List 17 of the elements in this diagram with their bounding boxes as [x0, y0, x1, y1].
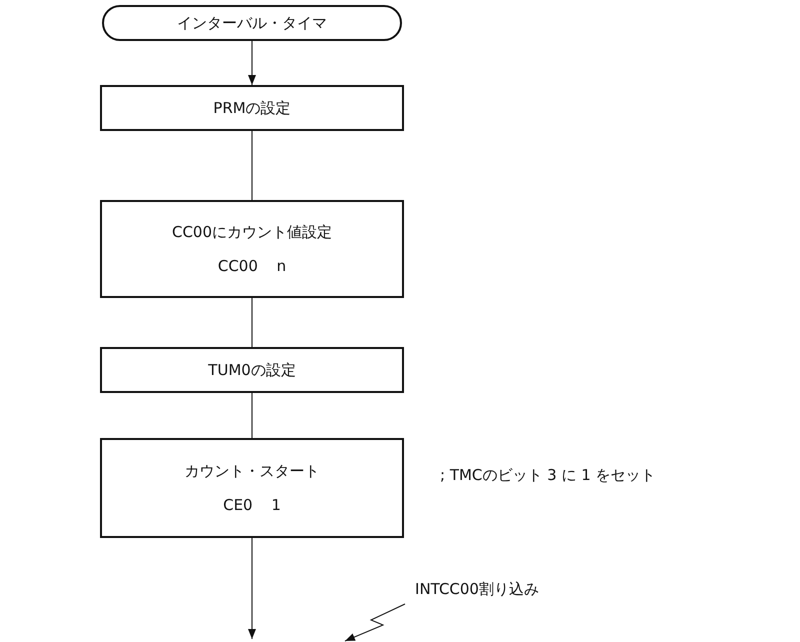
step-label: TUM0の設定	[208, 360, 296, 380]
process-box	[100, 85, 404, 131]
arrow	[248, 538, 256, 640]
lightning-arrow	[344, 604, 406, 642]
process-box	[100, 438, 404, 538]
arrow	[248, 40, 256, 86]
step-label: インターバル・タイマ	[177, 13, 327, 33]
step-label: カウント・スタート	[184, 461, 320, 481]
process-box	[100, 347, 404, 393]
comment-text: ; TMCのビット 3 に 1 をセット	[440, 466, 656, 485]
assignment-text: CE0 1	[223, 495, 281, 515]
terminal-box	[102, 5, 402, 41]
process-box	[100, 200, 404, 298]
step-label: CC00にカウント値設定	[172, 222, 332, 242]
interrupt-label: INTCC00割り込み	[415, 579, 539, 599]
step-label: PRMの設定	[213, 98, 291, 118]
assignment-text: CC00 n	[218, 256, 286, 276]
